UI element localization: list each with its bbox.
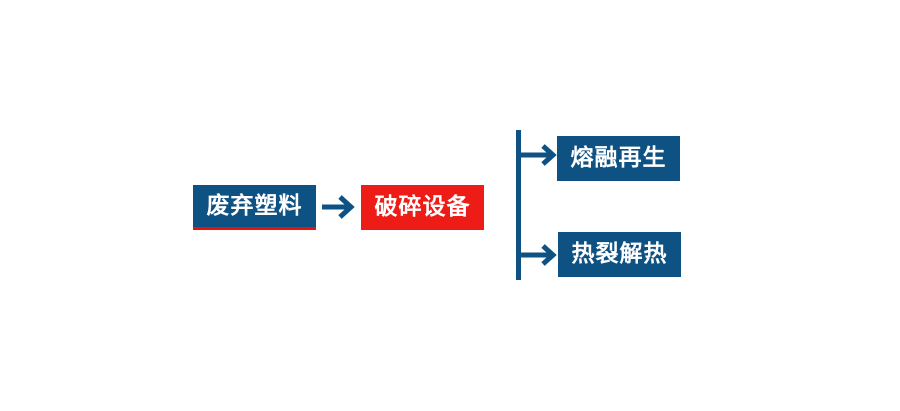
- node-melt-regeneration-label: 熔融再生: [570, 145, 667, 171]
- node-pyrolysis-label: 热裂解热: [571, 241, 668, 267]
- arrow-right-icon: [320, 192, 358, 222]
- node-crushing-equipment-label: 破碎设备: [374, 194, 471, 220]
- node-waste-plastic[interactable]: 废弃塑料: [193, 185, 316, 230]
- arrow-right-glyph: [322, 195, 355, 219]
- node-crushing-equipment[interactable]: 破碎设备: [361, 185, 484, 230]
- node-pyrolysis[interactable]: 热裂解热: [558, 232, 681, 277]
- node-waste-plastic-label: 废弃塑料: [206, 192, 303, 219]
- branch-bracket-glyph: [516, 130, 557, 280]
- branch-bracket-icon: [510, 126, 565, 284]
- node-melt-regeneration[interactable]: 熔融再生: [557, 136, 680, 181]
